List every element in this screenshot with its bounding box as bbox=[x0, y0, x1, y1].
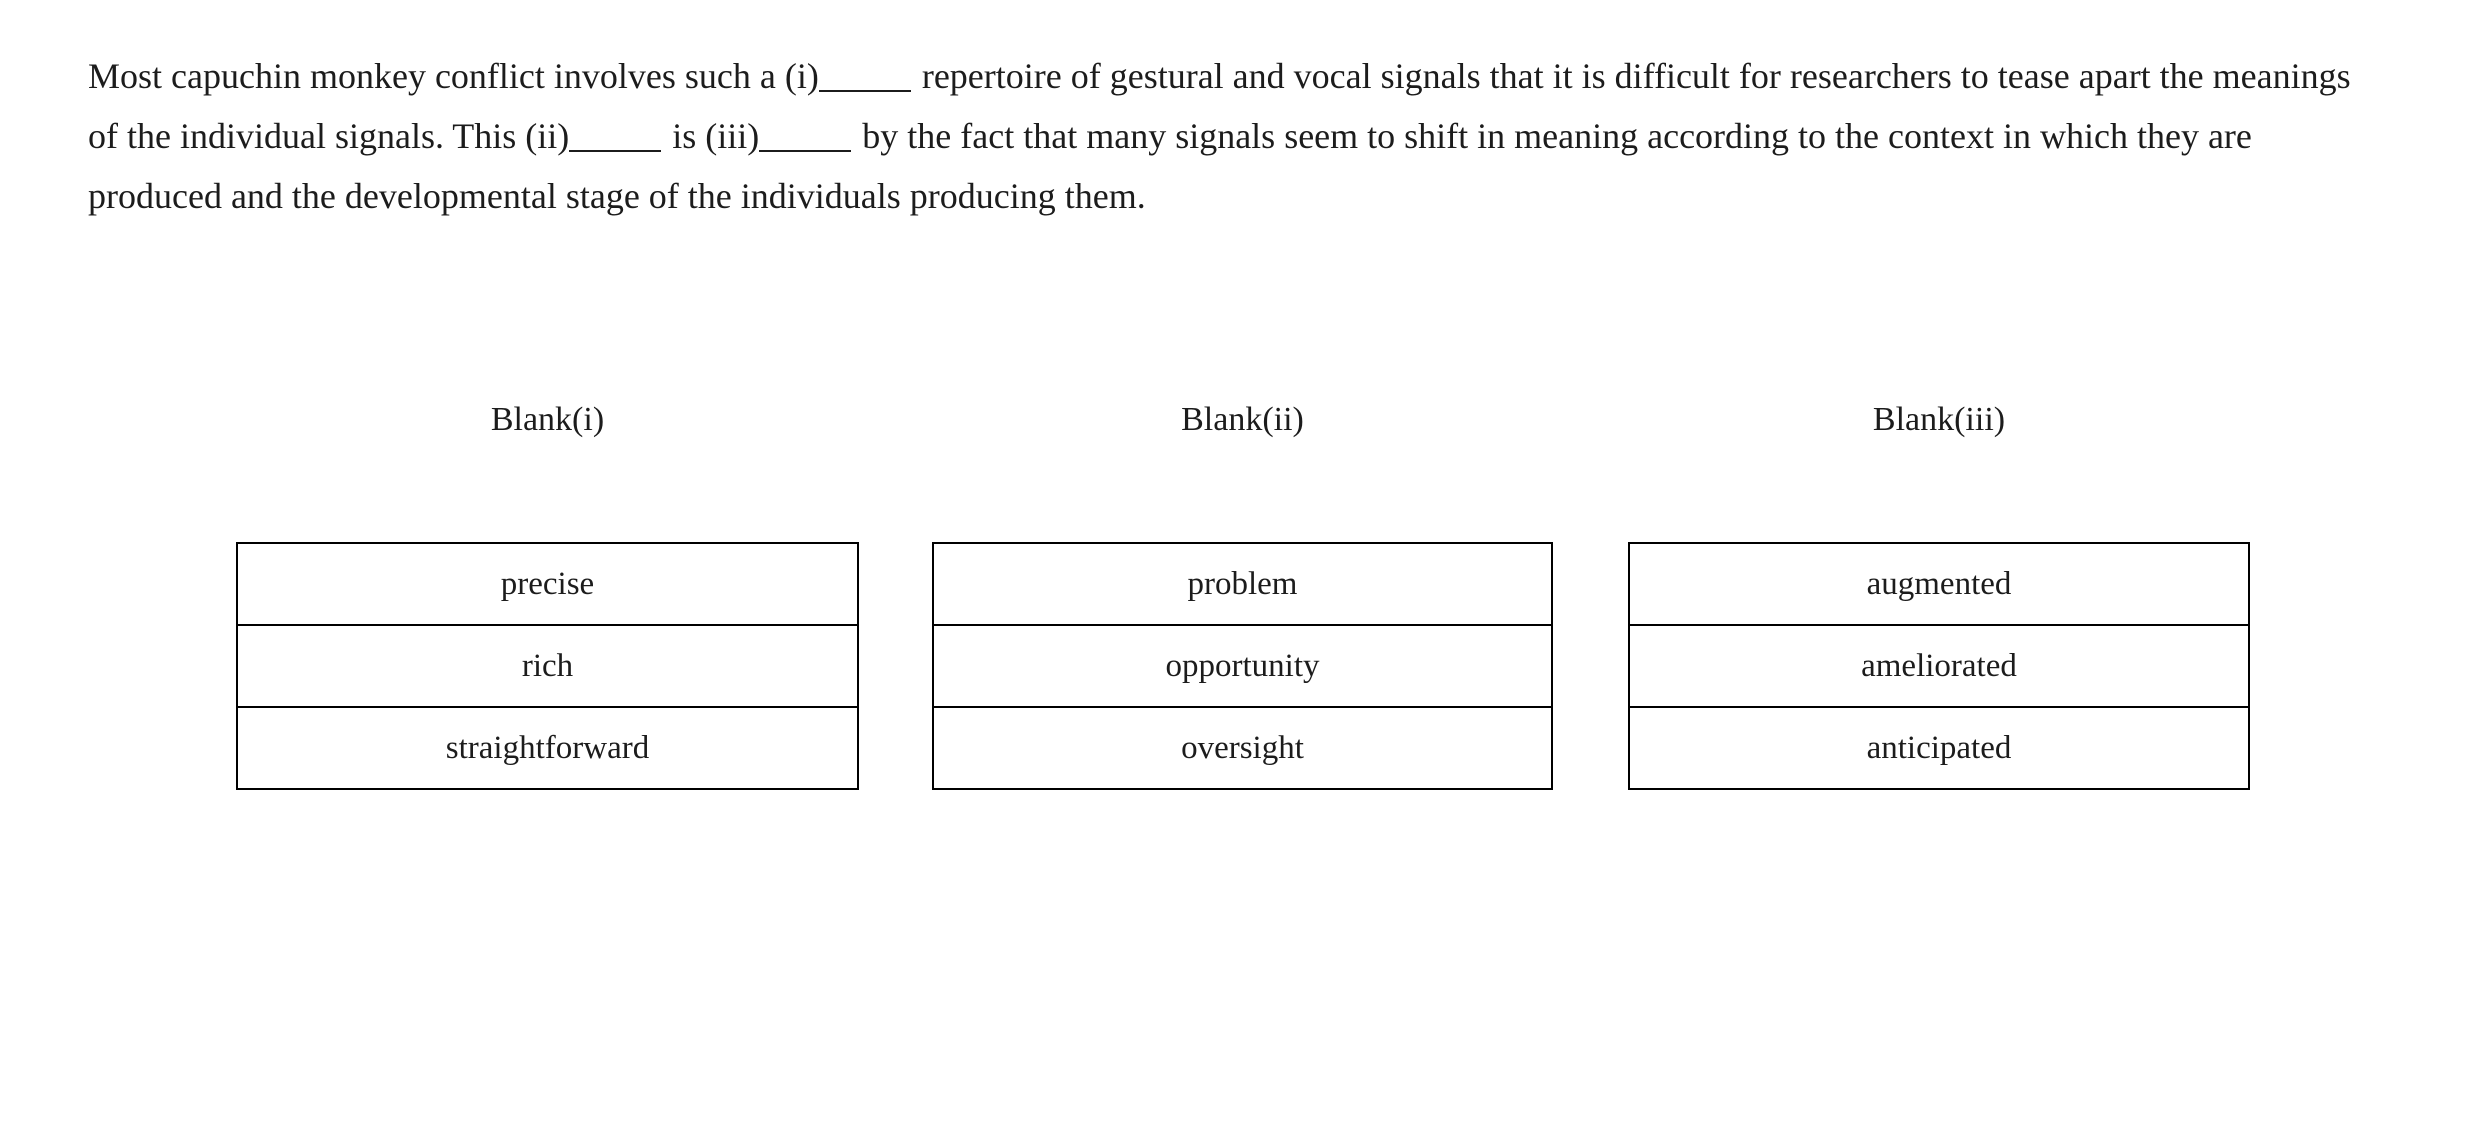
passage-text-run: is (iii) bbox=[663, 116, 760, 156]
blank-group-i: Blank(i) precise rich straightforward bbox=[236, 400, 859, 790]
table-row[interactable]: rich bbox=[236, 624, 859, 708]
table-row[interactable]: oversight bbox=[932, 706, 1553, 790]
table-row[interactable]: augmented bbox=[1628, 542, 2250, 626]
passage-text-run: by the fact that many signals seem to sh… bbox=[88, 116, 2252, 216]
option-i-2[interactable]: rich bbox=[236, 624, 859, 708]
blank-ii-header: Blank(ii) bbox=[1181, 401, 1304, 438]
table-row[interactable]: precise bbox=[236, 542, 859, 626]
table-row[interactable]: opportunity bbox=[932, 624, 1553, 708]
table-row[interactable]: problem bbox=[932, 542, 1553, 626]
blank-group-iii: Blank(iii) augmented ameliorated anticip… bbox=[1628, 400, 2250, 790]
table-row[interactable]: ameliorated bbox=[1628, 624, 2250, 708]
passage-blank-3 bbox=[759, 120, 852, 152]
option-i-3[interactable]: straightforward bbox=[236, 706, 859, 790]
option-ii-3[interactable]: oversight bbox=[932, 706, 1553, 790]
option-iii-1[interactable]: augmented bbox=[1628, 542, 2250, 626]
answer-options-area: Blank(i) precise rich straightforward Bl… bbox=[0, 400, 2472, 820]
option-iii-3[interactable]: anticipated bbox=[1628, 706, 2250, 790]
blank-ii-options-table: problem opportunity oversight bbox=[932, 542, 1553, 790]
passage-blank-2 bbox=[569, 120, 662, 152]
blank-i-options-table: precise rich straightforward bbox=[236, 542, 859, 790]
table-row[interactable]: anticipated bbox=[1628, 706, 2250, 790]
option-ii-1[interactable]: problem bbox=[932, 542, 1553, 626]
passage-text: Most capuchin monkey conflict involves s… bbox=[88, 46, 2388, 226]
blank-iii-header: Blank(iii) bbox=[1872, 401, 2006, 438]
table-row[interactable]: straightforward bbox=[236, 706, 859, 790]
passage-text-run: repertoire of gestural and vocal signals… bbox=[88, 56, 2351, 156]
option-ii-2[interactable]: opportunity bbox=[932, 624, 1553, 708]
passage-text-run: Most capuchin monkey conflict involves s… bbox=[88, 56, 819, 96]
blank-iii-options-table: augmented ameliorated anticipated bbox=[1628, 542, 2250, 790]
blank-group-ii: Blank(ii) problem opportunity oversight bbox=[932, 400, 1553, 790]
option-iii-2[interactable]: ameliorated bbox=[1628, 624, 2250, 708]
passage-blank-1 bbox=[818, 60, 911, 92]
blank-i-header: Blank(i) bbox=[490, 401, 605, 438]
option-i-1[interactable]: precise bbox=[236, 542, 859, 626]
